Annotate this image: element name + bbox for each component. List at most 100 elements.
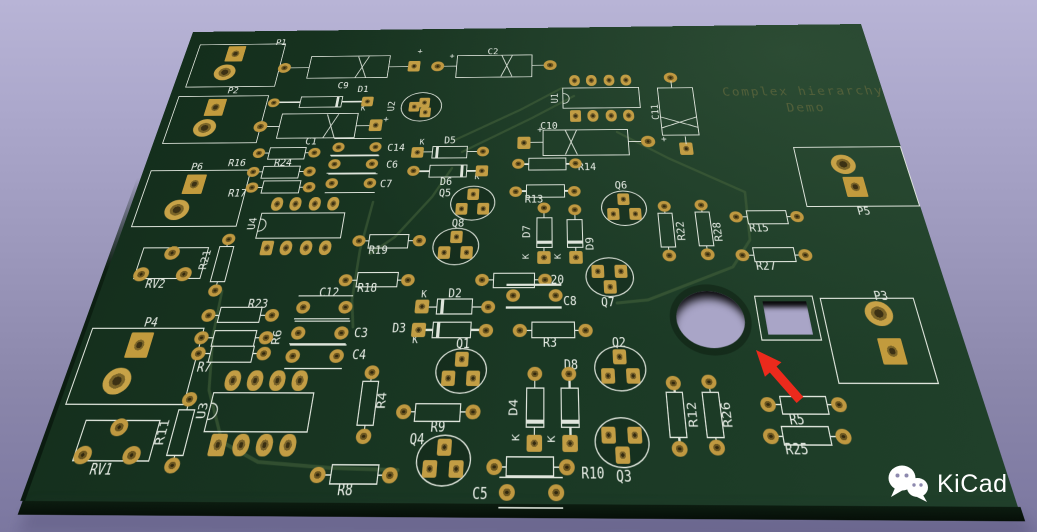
pad-square (614, 264, 628, 279)
polarity-plus-mark: + (660, 134, 668, 145)
component-ref-label: C5 (471, 484, 489, 503)
component-ref-label: D4 (506, 398, 521, 416)
pad-square (407, 61, 421, 72)
capacitor-body (276, 113, 360, 140)
pad-square (600, 367, 616, 384)
component-ref-label: Q3 (615, 467, 633, 486)
component-ref-label: C14 (386, 142, 406, 154)
ic-pad (587, 110, 599, 123)
pad-square (679, 142, 695, 156)
resistor-body (781, 426, 834, 447)
pad-square (437, 246, 451, 259)
pad-through-hole (509, 185, 523, 197)
component-ref-label: R12 (684, 401, 702, 428)
resistor-body (216, 306, 263, 324)
pad-square (460, 245, 474, 259)
pad-square (418, 107, 431, 118)
component-ref-label: Q7 (600, 295, 616, 310)
component-ref-label: U1 (549, 92, 561, 104)
pad-square (410, 322, 427, 338)
resistor-body (505, 456, 555, 478)
pad-square (450, 230, 464, 243)
capacitor-body (454, 54, 533, 78)
pad-through-hole (558, 459, 575, 476)
pad-through-hole (478, 323, 494, 337)
component-ref-label: C6 (385, 159, 399, 171)
resistor-body (751, 247, 797, 263)
resistor-body (328, 464, 380, 486)
component-ref-label: R9 (429, 418, 446, 435)
pad-square (526, 435, 543, 453)
wechat-icon (888, 465, 928, 502)
ic-body (562, 87, 641, 109)
pad-square (612, 349, 627, 365)
resistor-body (745, 209, 789, 225)
cathode-mark: K (521, 253, 532, 259)
component-ref-label: R16 (226, 157, 248, 169)
pad-square (467, 188, 480, 201)
pad-square (628, 207, 642, 220)
resistor-body (206, 345, 255, 363)
cathode-mark: K (419, 138, 425, 148)
resistor-body (355, 272, 399, 288)
polarity-plus-mark: + (449, 52, 455, 61)
diode-cathode-stripe (535, 240, 553, 244)
resistor-body (367, 233, 410, 249)
pad-square (607, 208, 620, 220)
pad-square (562, 435, 579, 453)
component-ref-label: R3 (542, 335, 558, 351)
capacitor-outline (294, 320, 350, 322)
pad-square (368, 119, 384, 132)
capacitor-body (657, 87, 700, 136)
resistor-body (260, 165, 302, 179)
pad-square (603, 280, 618, 294)
pad-square (568, 250, 583, 264)
pad-square (625, 367, 641, 384)
pad-through-hole (485, 458, 502, 475)
component-ref-label: R4 (374, 391, 391, 409)
component-ref-label: R17 (226, 188, 248, 200)
diode-cathode-stripe (560, 419, 580, 424)
capacitor-outline (498, 507, 564, 510)
pad-square (465, 370, 481, 387)
pad-through-hole (547, 484, 564, 502)
resistor-body (413, 402, 462, 422)
resistor-body (492, 272, 536, 288)
capacitor-outline (283, 367, 342, 370)
component-ref-label: R22 (674, 221, 690, 241)
component-ref-label: Q6 (614, 180, 628, 192)
pad-square (627, 426, 643, 444)
resistor-body (778, 395, 830, 415)
cathode-mark: K (411, 334, 419, 347)
pad-square (614, 446, 631, 464)
resistor-body (527, 157, 567, 171)
pad-square (421, 459, 437, 478)
capacitor-outline (294, 317, 350, 320)
component-ref-label: C1 (304, 136, 318, 148)
pad-square (436, 438, 452, 456)
pad-square (617, 193, 630, 206)
ic-pad (605, 110, 618, 122)
diode-cathode-stripe (567, 240, 584, 244)
pad-square (537, 250, 551, 264)
capacitor-outline (505, 306, 562, 309)
pad-square (440, 370, 456, 387)
ic-body (255, 211, 346, 239)
cathode-mark: K (420, 289, 428, 301)
component-ref-label: R15 (748, 221, 770, 234)
pad-through-hole (567, 204, 582, 216)
pad-square (591, 264, 605, 279)
capacitor-outline (506, 283, 562, 286)
component-ref-label: C12 (317, 285, 341, 300)
component-ref-label: R10 (581, 464, 605, 483)
component-ref-label: RV2 (143, 278, 167, 292)
polarity-plus-mark: + (537, 125, 543, 136)
ic-pad (603, 75, 615, 87)
resistor-body (210, 329, 258, 347)
component-ref-label: D3 (391, 321, 407, 336)
component-ref-label: C3 (353, 325, 369, 340)
ic-pad (569, 110, 582, 123)
pad-square (455, 203, 469, 215)
component-ref-label: C9 (336, 81, 350, 91)
